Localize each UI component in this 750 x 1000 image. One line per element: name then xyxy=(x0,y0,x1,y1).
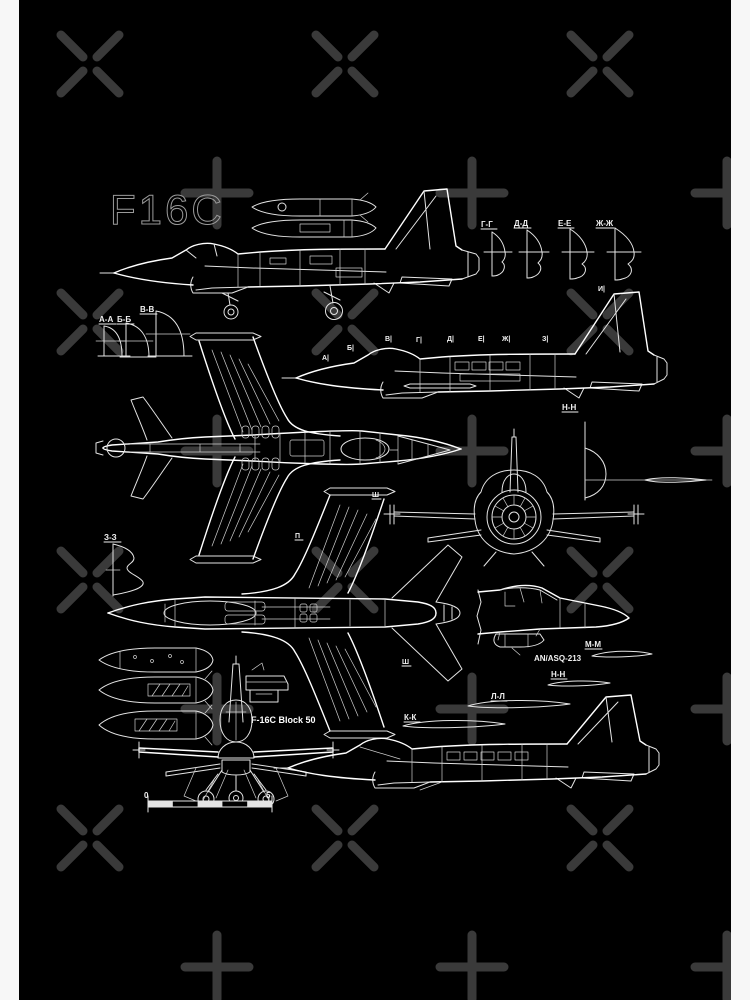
drop-tanks xyxy=(98,647,214,746)
tail-section-profile xyxy=(584,421,713,501)
label-section-zhzh: Ж-Ж xyxy=(595,219,614,228)
watermark-x-icon xyxy=(571,35,629,93)
label-section-nn: Н-Н xyxy=(551,670,565,679)
watermark-x-icon xyxy=(61,809,119,867)
watermark-x-icon xyxy=(316,551,374,609)
watermark-plus-icon xyxy=(440,677,504,741)
pod-label: AN/ASQ-213 xyxy=(534,654,582,663)
scale-bar xyxy=(147,795,273,813)
label-section-sh-bottom: Ш xyxy=(402,659,409,666)
label-section-nn-tail: Н-Н xyxy=(562,403,576,412)
watermark-x-icon xyxy=(571,551,629,609)
station-mark-zh: Ж| xyxy=(501,336,510,343)
side-view-bottom xyxy=(273,694,660,791)
section-profiles-abv xyxy=(95,310,193,358)
label-section-sh-wing: Ш xyxy=(372,492,379,499)
watermark-plus-icon xyxy=(695,419,731,483)
label-underlines xyxy=(98,227,615,723)
watermark-x-icon xyxy=(571,293,629,351)
watermark-x-icon xyxy=(61,551,119,609)
label-section-ll: Л-Л xyxy=(491,692,505,701)
label-section-gg: Г-Г xyxy=(481,220,493,229)
page-margin-left xyxy=(0,0,19,1000)
watermark-pattern xyxy=(61,35,731,999)
label-section-mm: М-М xyxy=(585,640,601,649)
bottom-view xyxy=(107,487,463,739)
watermark-x-icon xyxy=(61,35,119,93)
page-margin-right xyxy=(731,0,750,1000)
section-zz-profile xyxy=(105,543,144,597)
watermark-x-icon xyxy=(316,35,374,93)
blueprint-poster: F16C А-А Б-Б В-В Г-Г Д-Д Е-Е Ж-Ж З-З К-К… xyxy=(19,0,731,1000)
side-view-gear-down xyxy=(99,188,480,320)
station-mark-z: З| xyxy=(542,336,548,343)
watermark-plus-icon xyxy=(440,161,504,225)
watermark-plus-icon xyxy=(440,419,504,483)
watermark-plus-icon xyxy=(185,677,249,741)
station-mark-e: Е| xyxy=(478,336,485,343)
label-section-bb: Б-Б xyxy=(117,315,131,324)
watermark-x-icon xyxy=(316,809,374,867)
station-mark-d: Д| xyxy=(447,336,454,343)
watermark-plus-icon xyxy=(695,161,731,225)
variant-caption: F-16C Block 50 xyxy=(251,715,316,725)
label-section-vv: В-В xyxy=(140,305,154,314)
airfoil-sections xyxy=(402,650,653,729)
pylon-detail xyxy=(245,662,289,703)
label-section-aa: А-А xyxy=(99,315,113,324)
station-mark-b: Б| xyxy=(347,345,354,352)
rear-view xyxy=(383,428,645,567)
poster-logo: F16C xyxy=(110,186,225,233)
watermark-plus-icon xyxy=(440,935,504,999)
watermark-x-icon xyxy=(571,809,629,867)
watermark-x-icon xyxy=(316,293,374,351)
watermark-plus-icon xyxy=(695,935,731,999)
label-section-kk: К-К xyxy=(404,713,417,722)
nose-detail-pod xyxy=(476,584,630,656)
station-mark-i: И| xyxy=(598,286,605,293)
station-mark-a: А| xyxy=(322,355,329,362)
station-mark-g: Г| xyxy=(416,337,422,344)
scale-end: 5 xyxy=(266,791,271,800)
tailcone-detail xyxy=(389,435,451,465)
blueprint-canvas: F16C А-А Б-Б В-В Г-Г Д-Д Е-Е Ж-Ж З-З К-К… xyxy=(19,0,731,1000)
label-section-dd: Д-Д xyxy=(514,219,528,228)
watermark-plus-icon xyxy=(185,935,249,999)
watermark-plus-icon xyxy=(695,677,731,741)
label-section-zz: З-З xyxy=(104,533,117,542)
section-profiles-gdezh xyxy=(483,227,642,281)
label-section-ee: Е-Е xyxy=(558,219,572,228)
side-view-stations xyxy=(281,291,668,399)
plan-view xyxy=(95,332,462,564)
scale-start: 0 xyxy=(144,791,149,800)
fuel-tank-profiles xyxy=(251,192,377,238)
label-section-p: П xyxy=(295,533,300,540)
station-mark-v: В| xyxy=(385,336,392,343)
